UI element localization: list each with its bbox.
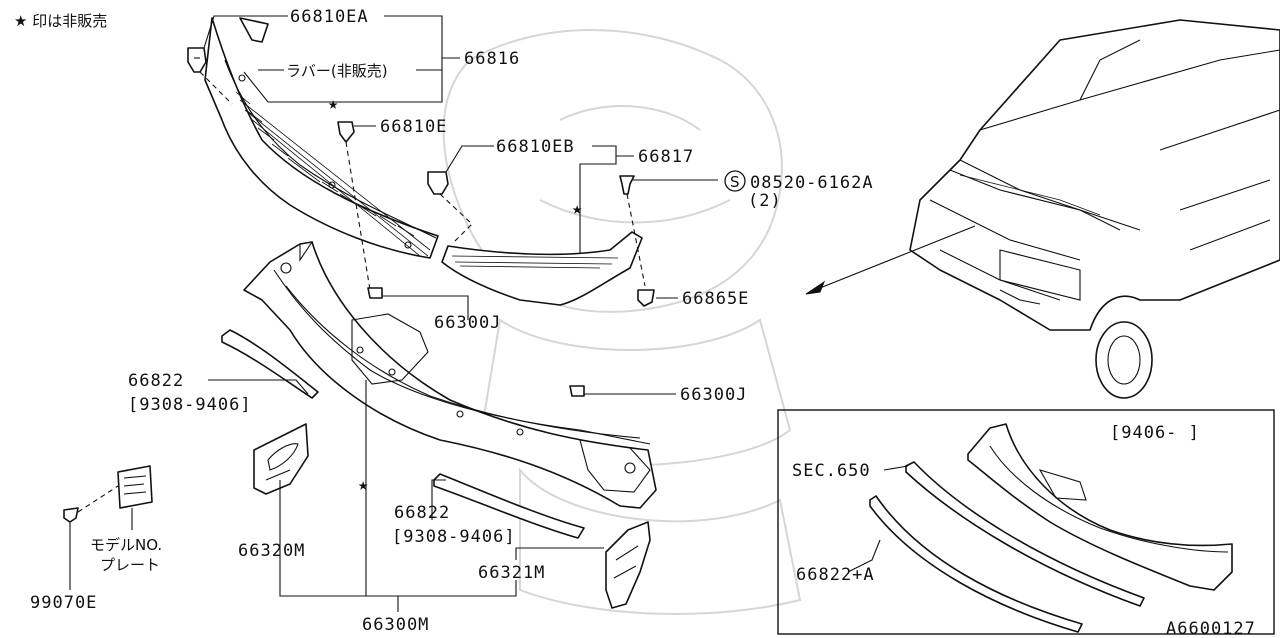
clip-66810EA-dashed-line [199, 71, 233, 105]
inset-sec650-bar [905, 461, 1145, 607]
label-66810E: 66810E [380, 117, 447, 137]
screw-08520-dashed-line [626, 193, 646, 287]
label-model-plate-2: プレート [100, 556, 160, 574]
label-66300J-upper: 66300J [434, 313, 501, 333]
star-mark-66300M: ★ [358, 475, 369, 495]
bar-66822-middle [433, 473, 585, 539]
leader-lines [69, 15, 909, 612]
label-66822-left-range: [9308-9406] [128, 395, 252, 415]
label-08520-6162A: 08520-6162A [750, 173, 874, 193]
label-rubber: ラバー(非販売) [286, 62, 388, 80]
label-drawing-number: A6600127 [1166, 619, 1256, 638]
label-66320M: 66320M [238, 541, 305, 561]
clip-66300J-upper [367, 287, 383, 299]
inset-66822A-bar [869, 495, 1083, 633]
label-99070E: 99070E [30, 593, 97, 613]
legend-note: ★ 印は非販売 [14, 12, 107, 30]
clip-66865E [637, 289, 655, 307]
vehicle-pointer-arrow-line [809, 225, 976, 293]
vehicle-pointer-arrowhead [805, 280, 826, 295]
clip-66300J-right [569, 385, 585, 397]
label-66822A: 66822+A [796, 565, 875, 585]
inset-cowl-assembly [967, 423, 1233, 591]
label-08520-qty: (2) [748, 191, 782, 211]
rivet-99070E [63, 507, 79, 523]
label-66822-left: 66822 [128, 371, 184, 391]
label-66865E: 66865E [682, 289, 749, 309]
label-inset-range: [9406- ] [1110, 423, 1200, 443]
label-66810EA: 66810EA [290, 7, 369, 27]
bar-66822-left [221, 329, 319, 399]
rubber-strip-hatching [235, 91, 415, 237]
screw-08520 [619, 175, 635, 195]
bracket-66320M [253, 423, 309, 495]
cowl-top-panel-66816 [204, 17, 439, 259]
s-mark-circle [724, 170, 746, 192]
star-mark-rubber: ★ [328, 94, 339, 114]
label-66822-middle-range: [9308-9406] [392, 527, 516, 547]
star-mark-66817: ★ [572, 199, 583, 219]
clip-66810E-dashed-line [345, 141, 371, 291]
bracket-66321M [605, 521, 651, 609]
label-66300J-right: 66300J [680, 385, 747, 405]
label-66822-middle: 66822 [394, 503, 450, 523]
label-66321M: 66321M [478, 563, 545, 583]
model-plate [117, 465, 153, 509]
vehicle-illustration [909, 19, 1280, 399]
cowl-right-panel-66817 [441, 231, 643, 306]
clip-66810EB-dashed-line [439, 193, 473, 245]
clip-66810E [337, 121, 355, 143]
inset-box [777, 409, 1275, 635]
label-model-plate-1: モデルNO. [90, 536, 162, 554]
s-mark-letter: S [730, 173, 740, 191]
cowl-top-assembly-66300M [243, 241, 657, 509]
label-66810EB: 66810EB [496, 137, 575, 157]
label-66817: 66817 [638, 147, 694, 167]
rivet-dashed-line [77, 485, 119, 513]
clip-66810EA [187, 47, 207, 73]
label-66300M: 66300M [362, 615, 429, 635]
clip-66810EB [427, 171, 449, 195]
label-66816: 66816 [464, 49, 520, 69]
label-sec650: SEC.650 [792, 461, 871, 481]
